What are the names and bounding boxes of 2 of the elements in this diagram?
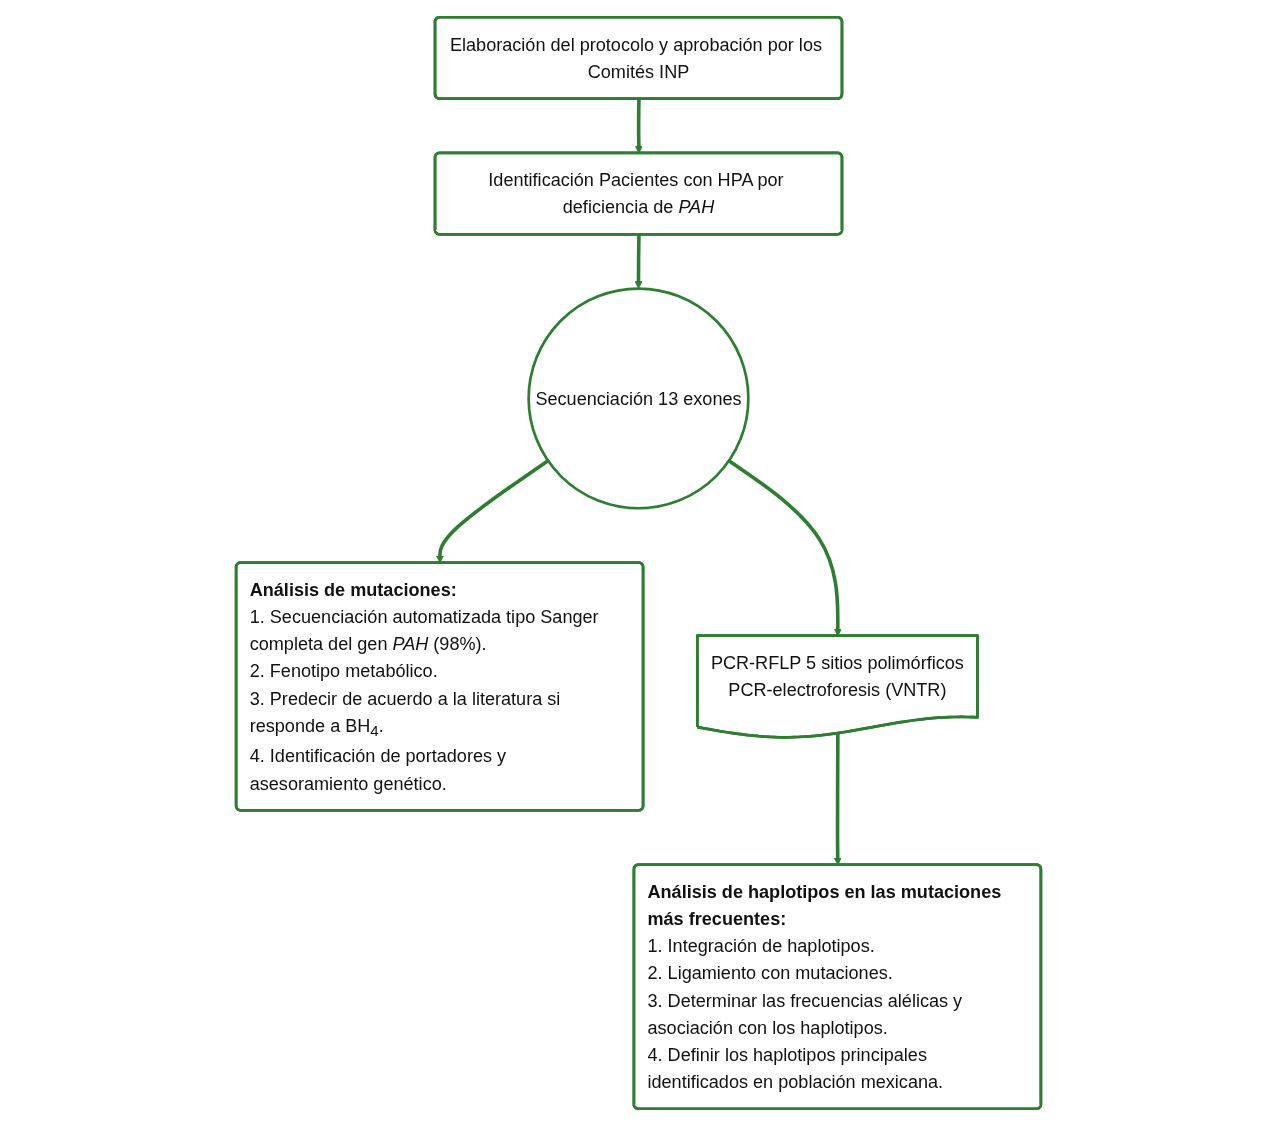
arrow	[634, 234, 643, 289]
node-circle: Secuenciación 13 exones	[527, 287, 750, 510]
